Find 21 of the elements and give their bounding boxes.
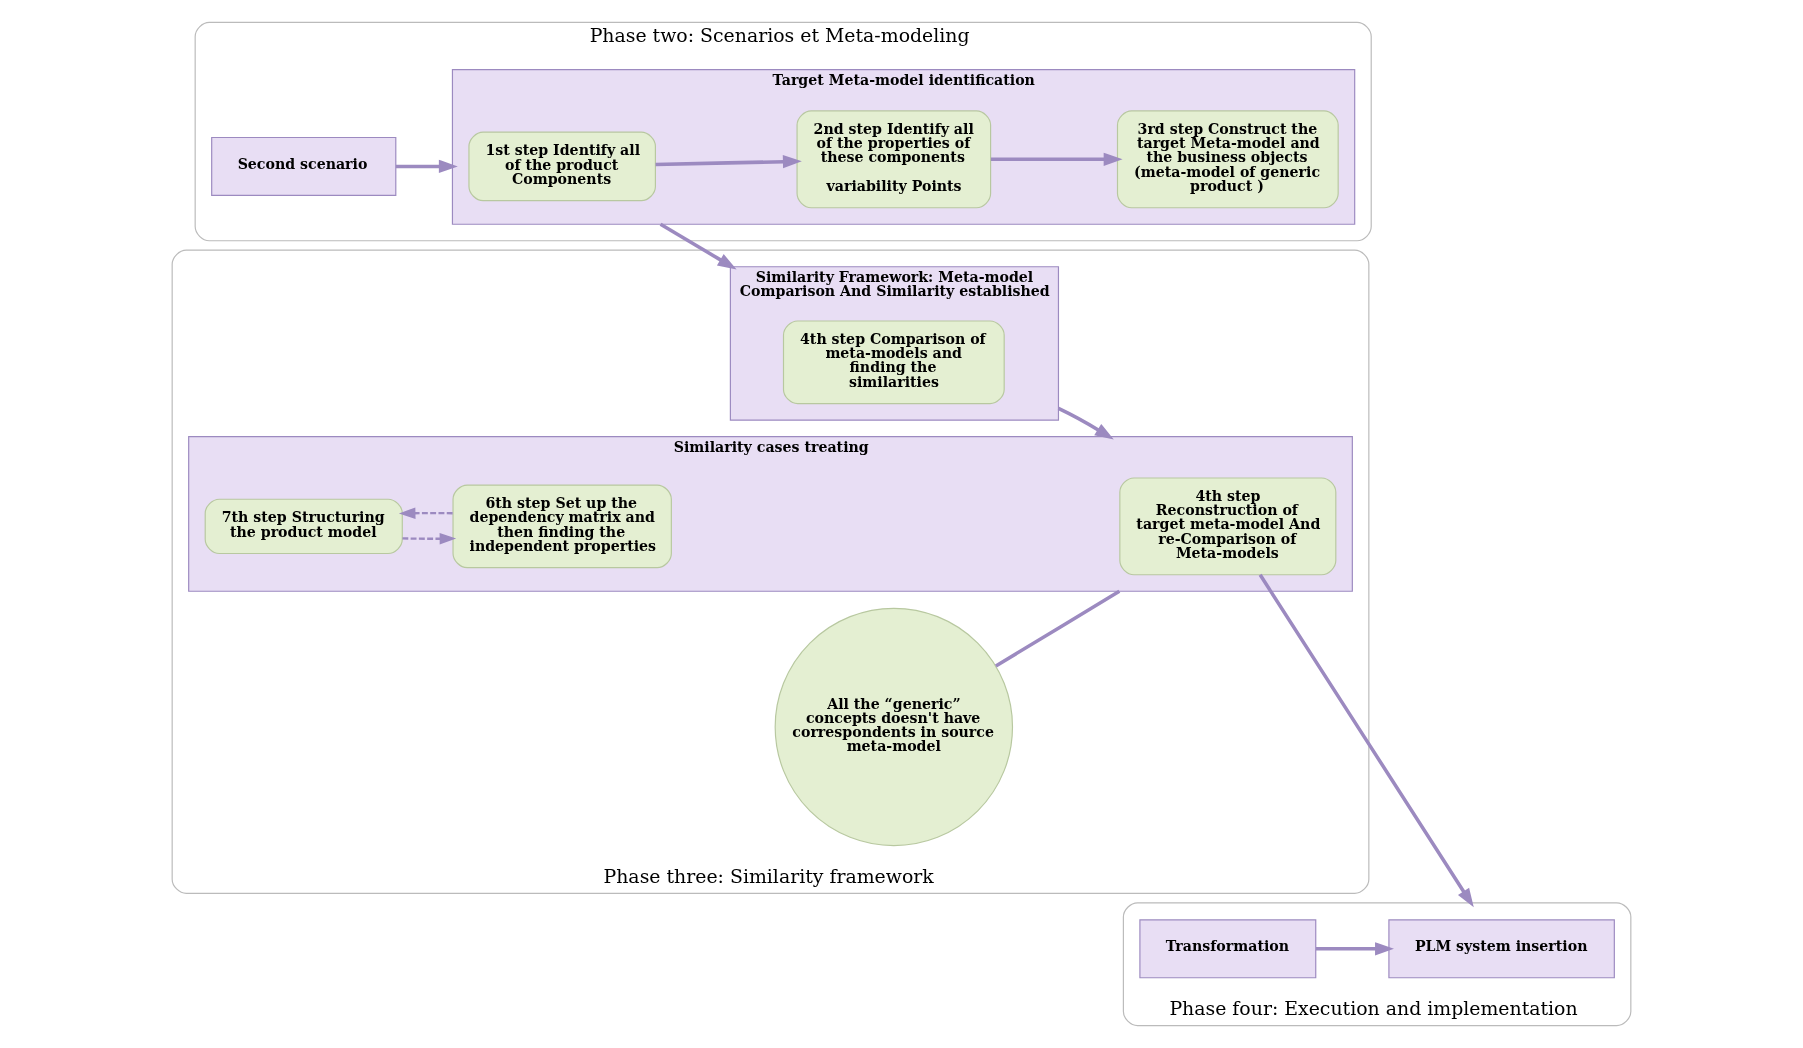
arrow [990, 152, 1123, 166]
arrow [402, 532, 457, 545]
node-box: 3rd step Construct the target Meta-model and the business objects (meta-model of generic product ) [1116, 110, 1339, 209]
arrow [1316, 942, 1394, 956]
node-box: 1st step Identify all of the product Components [468, 131, 656, 202]
connector [994, 589, 1121, 668]
node-box: PLM system insertion [1388, 919, 1615, 979]
arrow [659, 222, 737, 270]
node-box: Second scenario [211, 136, 397, 196]
node-box: 4th step Comparison of meta-models and finding the similarities [782, 320, 1005, 405]
arrow [395, 159, 458, 174]
node-box: 4th step Reconstruction of target meta-model And re-Comparison of Meta-models [1119, 477, 1337, 576]
arrow [655, 155, 802, 169]
node-box: 7th step Structuring the product model [204, 498, 403, 555]
node-box: 2nd step Identify all of the properties of these components variability Points [796, 110, 992, 209]
node-circle: All the “generic” concepts doesn't have correspondents in source meta-model [774, 607, 1014, 847]
node-box: 6th step Set up the dependency matrix and then finding the independent properties [452, 484, 672, 569]
arrow [1258, 573, 1474, 908]
node-box: Transformation [1139, 919, 1317, 979]
arrow [398, 507, 453, 519]
arrow [1057, 406, 1114, 440]
